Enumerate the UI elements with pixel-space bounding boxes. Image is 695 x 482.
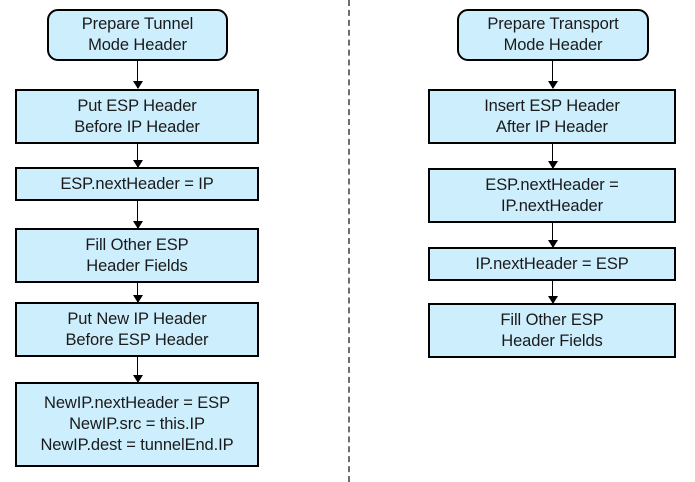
node-tunnel-put-esp-header-line2: Before IP Header (74, 117, 200, 136)
arrow-head-icon (132, 221, 143, 229)
node-tunnel-put-new-ip-header[interactable]: Put New IP Header Before ESP Header (15, 302, 259, 357)
node-transport-ip-nextheader-line1: IP.nextHeader = ESP (475, 254, 629, 273)
node-tunnel-newip-fields[interactable]: NewIP.nextHeader = ESP NewIP.src = this.… (15, 382, 259, 467)
node-transport-esp-nextheader[interactable]: ESP.nextHeader = IP.nextHeader (428, 168, 676, 223)
arrow-shaft (552, 281, 553, 303)
arrow-shaft (137, 357, 138, 382)
arrow-shaft (552, 144, 553, 168)
node-transport-esp-nextheader-line2: IP.nextHeader (500, 196, 604, 215)
node-transport-fill-other-esp[interactable]: Fill Other ESP Header Fields (428, 303, 676, 358)
node-tunnel-fill-other-esp-line2: Header Fields (86, 256, 188, 275)
arrow-head-icon (132, 81, 143, 89)
node-tunnel-newip-fields-line2: NewIP.src = this.IP (69, 415, 205, 433)
node-tunnel-esp-nextheader[interactable]: ESP.nextHeader = IP (15, 167, 259, 201)
node-transport-start-line2: Mode Header (503, 36, 603, 54)
arrow-head-icon (547, 296, 558, 304)
node-tunnel-put-new-ip-header-line1: Put New IP Header (67, 309, 207, 328)
arrow-shaft (552, 61, 553, 88)
node-transport-start[interactable]: Prepare Transport Mode Header (457, 9, 649, 61)
node-tunnel-start[interactable]: Prepare Tunnel Mode Header (47, 9, 228, 61)
arrow-head-icon (132, 160, 143, 168)
node-tunnel-fill-other-esp-line1: Fill Other ESP (85, 235, 189, 254)
node-transport-insert-esp-header-line2: After IP Header (496, 117, 608, 136)
node-transport-start-line1: Prepare Transport (487, 15, 619, 33)
arrow-shaft (137, 61, 138, 88)
node-tunnel-newip-fields-line3: NewIP.dest = tunnelEnd.IP (40, 436, 234, 454)
node-tunnel-put-esp-header-line1: Put ESP Header (77, 96, 197, 115)
arrow-shaft (137, 283, 138, 302)
node-transport-insert-esp-header-line1: Insert ESP Header (484, 96, 620, 115)
arrow-head-icon (132, 295, 143, 303)
node-tunnel-fill-other-esp[interactable]: Fill Other ESP Header Fields (15, 228, 259, 283)
arrow-head-icon (547, 81, 558, 89)
arrow-head-icon (132, 375, 143, 383)
node-tunnel-start-line2: Mode Header (88, 36, 187, 54)
arrow-shaft (137, 144, 138, 167)
node-transport-fill-other-esp-line2: Header Fields (501, 331, 603, 350)
node-tunnel-newip-fields-line1: NewIP.nextHeader = ESP (44, 394, 230, 412)
node-tunnel-put-new-ip-header-line2: Before ESP Header (65, 330, 209, 349)
node-tunnel-put-esp-header[interactable]: Put ESP Header Before IP Header (15, 89, 259, 144)
arrow-shaft (137, 201, 138, 228)
node-tunnel-esp-nextheader-line1: ESP.nextHeader = IP (60, 174, 214, 193)
arrow-head-icon (547, 240, 558, 248)
node-tunnel-start-line1: Prepare Tunnel (81, 15, 194, 33)
arrow-head-icon (547, 161, 558, 169)
node-transport-ip-nextheader[interactable]: IP.nextHeader = ESP (428, 247, 676, 281)
node-transport-esp-nextheader-line1: ESP.nextHeader = (485, 175, 619, 194)
arrow-shaft (552, 223, 553, 247)
node-transport-insert-esp-header[interactable]: Insert ESP Header After IP Header (428, 89, 676, 144)
vertical-dashed-separator (348, 0, 350, 482)
node-transport-fill-other-esp-line1: Fill Other ESP (500, 310, 604, 329)
